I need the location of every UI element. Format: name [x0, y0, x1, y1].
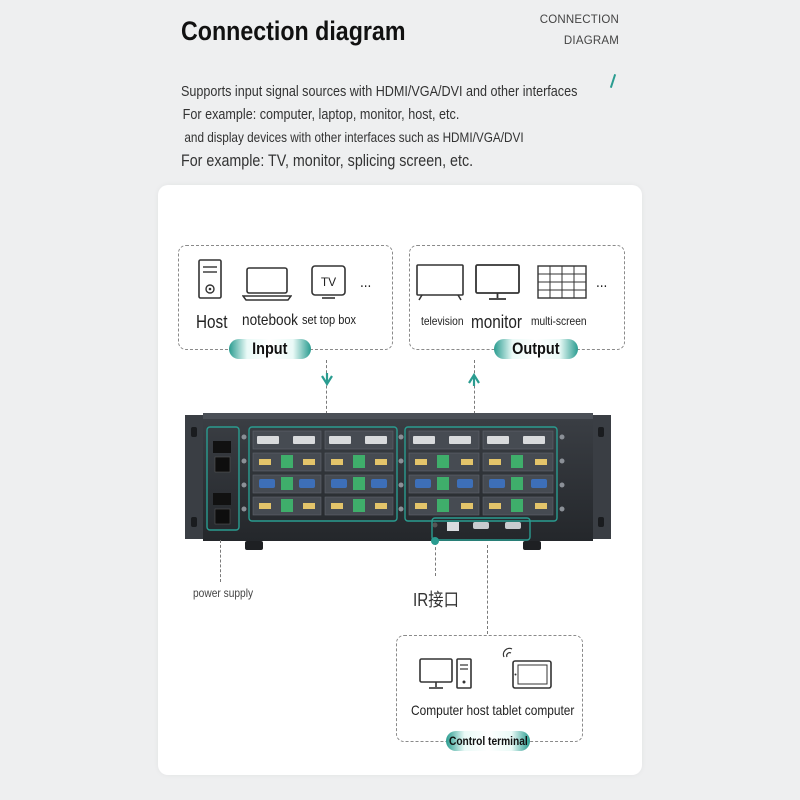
accent-mark — [609, 74, 617, 88]
control-title: Control terminal — [448, 734, 528, 748]
output-label-television: television — [421, 314, 464, 328]
input-label-notebook: notebook — [242, 312, 298, 329]
tv-box-icon: TV — [311, 265, 346, 299]
control-pill: Control terminal — [446, 731, 530, 751]
input-pill: Input — [229, 339, 311, 359]
intro-line-4: For example: TV, monitor, splicing scree… — [181, 151, 474, 170]
output-label-multiscreen: multi-screen — [531, 314, 587, 328]
input-label-host: Host — [196, 312, 228, 332]
tv-box-badge: TV — [321, 275, 336, 289]
power-label: power supply — [193, 586, 254, 600]
laptop-icon — [242, 267, 292, 301]
control-connector-line — [487, 545, 488, 634]
intro-text: Supports input signal sources with HDMI/… — [181, 80, 577, 172]
output-more: ... — [596, 274, 608, 291]
host-tower-icon — [198, 259, 222, 299]
output-connector-line — [474, 360, 475, 414]
input-more: ... — [360, 274, 372, 291]
page-title: Connection diagram — [181, 16, 406, 46]
matrix-switcher-chassis — [185, 413, 611, 550]
ir-connector-line-top — [435, 542, 436, 576]
output-label-monitor: monitor — [471, 312, 523, 332]
corner-caption-line2: DIAGRAM — [563, 35, 619, 47]
input-title: Input — [252, 339, 288, 358]
monitor-icon — [475, 264, 520, 300]
ir-label: IR接口 — [413, 590, 459, 610]
input-label-settopbox: set top box — [302, 312, 357, 327]
output-pill: Output — [494, 339, 578, 359]
multi-screen-icon — [537, 265, 587, 299]
input-connector-line — [326, 360, 327, 414]
power-connector-line — [220, 540, 221, 582]
corner-caption: CONNECTION DIAGRAM — [540, 10, 619, 52]
ir-connector-dot — [431, 537, 439, 545]
television-icon — [416, 264, 464, 301]
intro-line-1: Supports input signal sources with HDMI/… — [181, 83, 578, 100]
computer-host-icon — [419, 658, 472, 689]
arrow-down-icon — [321, 373, 333, 387]
corner-caption-line1: CONNECTION — [539, 14, 619, 26]
control-label: Computer host tablet computer — [411, 702, 575, 718]
intro-line-3: and display devices with other interface… — [184, 129, 524, 145]
output-title: Output — [512, 339, 560, 358]
arrow-up-icon — [468, 372, 480, 386]
tablet-icon — [502, 647, 552, 689]
intro-line-2: For example: computer, laptop, monitor, … — [182, 106, 460, 123]
